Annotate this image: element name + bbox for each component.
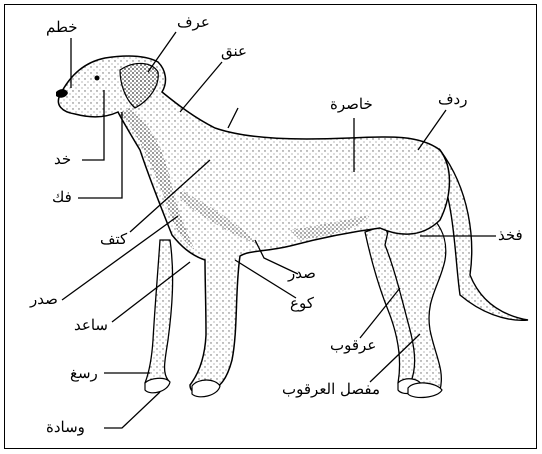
label-forearm: ساعد [74, 318, 108, 333]
leader-pad [104, 392, 160, 428]
dog-body [58, 56, 449, 393]
dog-near-front-paw [192, 380, 220, 397]
label-shoulder: كتف [100, 232, 127, 247]
label-hock-joint: مفصل العرقوب [282, 382, 380, 397]
label-hock: عرقوب [330, 338, 376, 353]
label-mane: عرف [177, 15, 210, 30]
dog-far-front-leg [145, 240, 173, 389]
label-rump: ردف [438, 92, 467, 107]
label-chest-lower: صدر [288, 266, 316, 281]
leader-neck-2 [228, 108, 238, 128]
leader-jaw [78, 112, 122, 198]
label-elbow: كوع [290, 296, 314, 311]
label-muzzle: خطم [46, 20, 78, 35]
label-thigh: فخذ [498, 228, 523, 243]
leader-rump [418, 110, 446, 150]
label-chest-upper: صدر [30, 292, 58, 307]
dog-eye [95, 76, 100, 81]
leader-forearm [112, 262, 190, 322]
label-jaw: فك [52, 190, 72, 205]
label-flank: خاصرة [330, 97, 373, 112]
leader-neck [180, 62, 222, 112]
leader-elbow [235, 260, 296, 298]
label-wrist: رسغ [70, 366, 98, 381]
dog-far-front-paw [145, 378, 170, 393]
label-neck: عنق [221, 44, 247, 59]
label-pad: وسادة [46, 420, 85, 435]
label-cheek: خد [54, 152, 71, 167]
